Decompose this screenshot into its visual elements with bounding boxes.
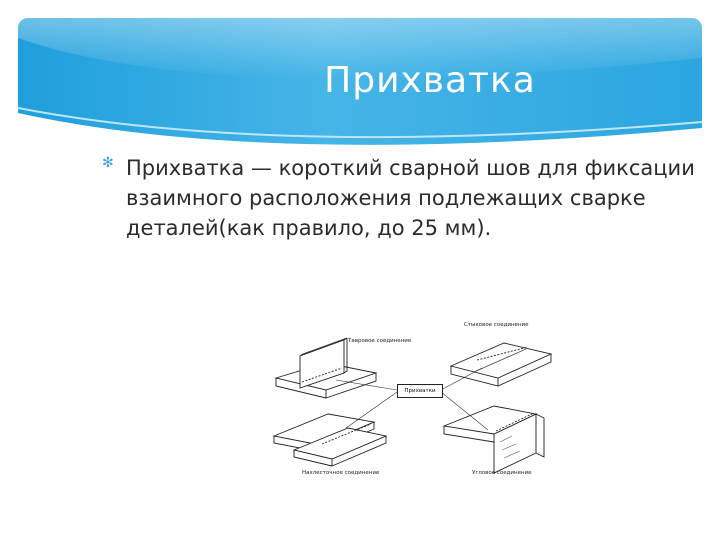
lap-joint-label: Нахлесточное соединение	[302, 470, 380, 476]
slide-title: Прихватка	[324, 60, 536, 101]
asterisk-bullet-icon: ✻	[102, 155, 114, 171]
corner-joint-label: Угловое соединение	[472, 470, 532, 476]
tee-joint-drawing	[274, 337, 378, 399]
title-banner: Прихватка	[18, 18, 702, 168]
butt-joint-drawing	[449, 342, 553, 387]
tack-weld-label: Прихватки	[397, 384, 443, 398]
butt-joint-label: Стыковое соединение	[464, 322, 529, 328]
tee-joint-label: Тавровое соединение	[348, 338, 412, 344]
bullet-item: ✻ Прихватка — короткий сварной шов для ф…	[102, 153, 702, 243]
corner-joint-drawing	[442, 405, 545, 474]
bullet-text: Прихватка — короткий сварной шов для фик…	[126, 156, 695, 240]
slide-content: ✻ Прихватка — короткий сварной шов для ф…	[102, 153, 702, 243]
lap-joint-drawing	[272, 413, 388, 467]
welding-diagram: Прихватки Тавровое соединение Стыковое с…	[266, 318, 556, 486]
banner-background	[18, 18, 702, 168]
welding-joints-drawing	[272, 337, 553, 474]
